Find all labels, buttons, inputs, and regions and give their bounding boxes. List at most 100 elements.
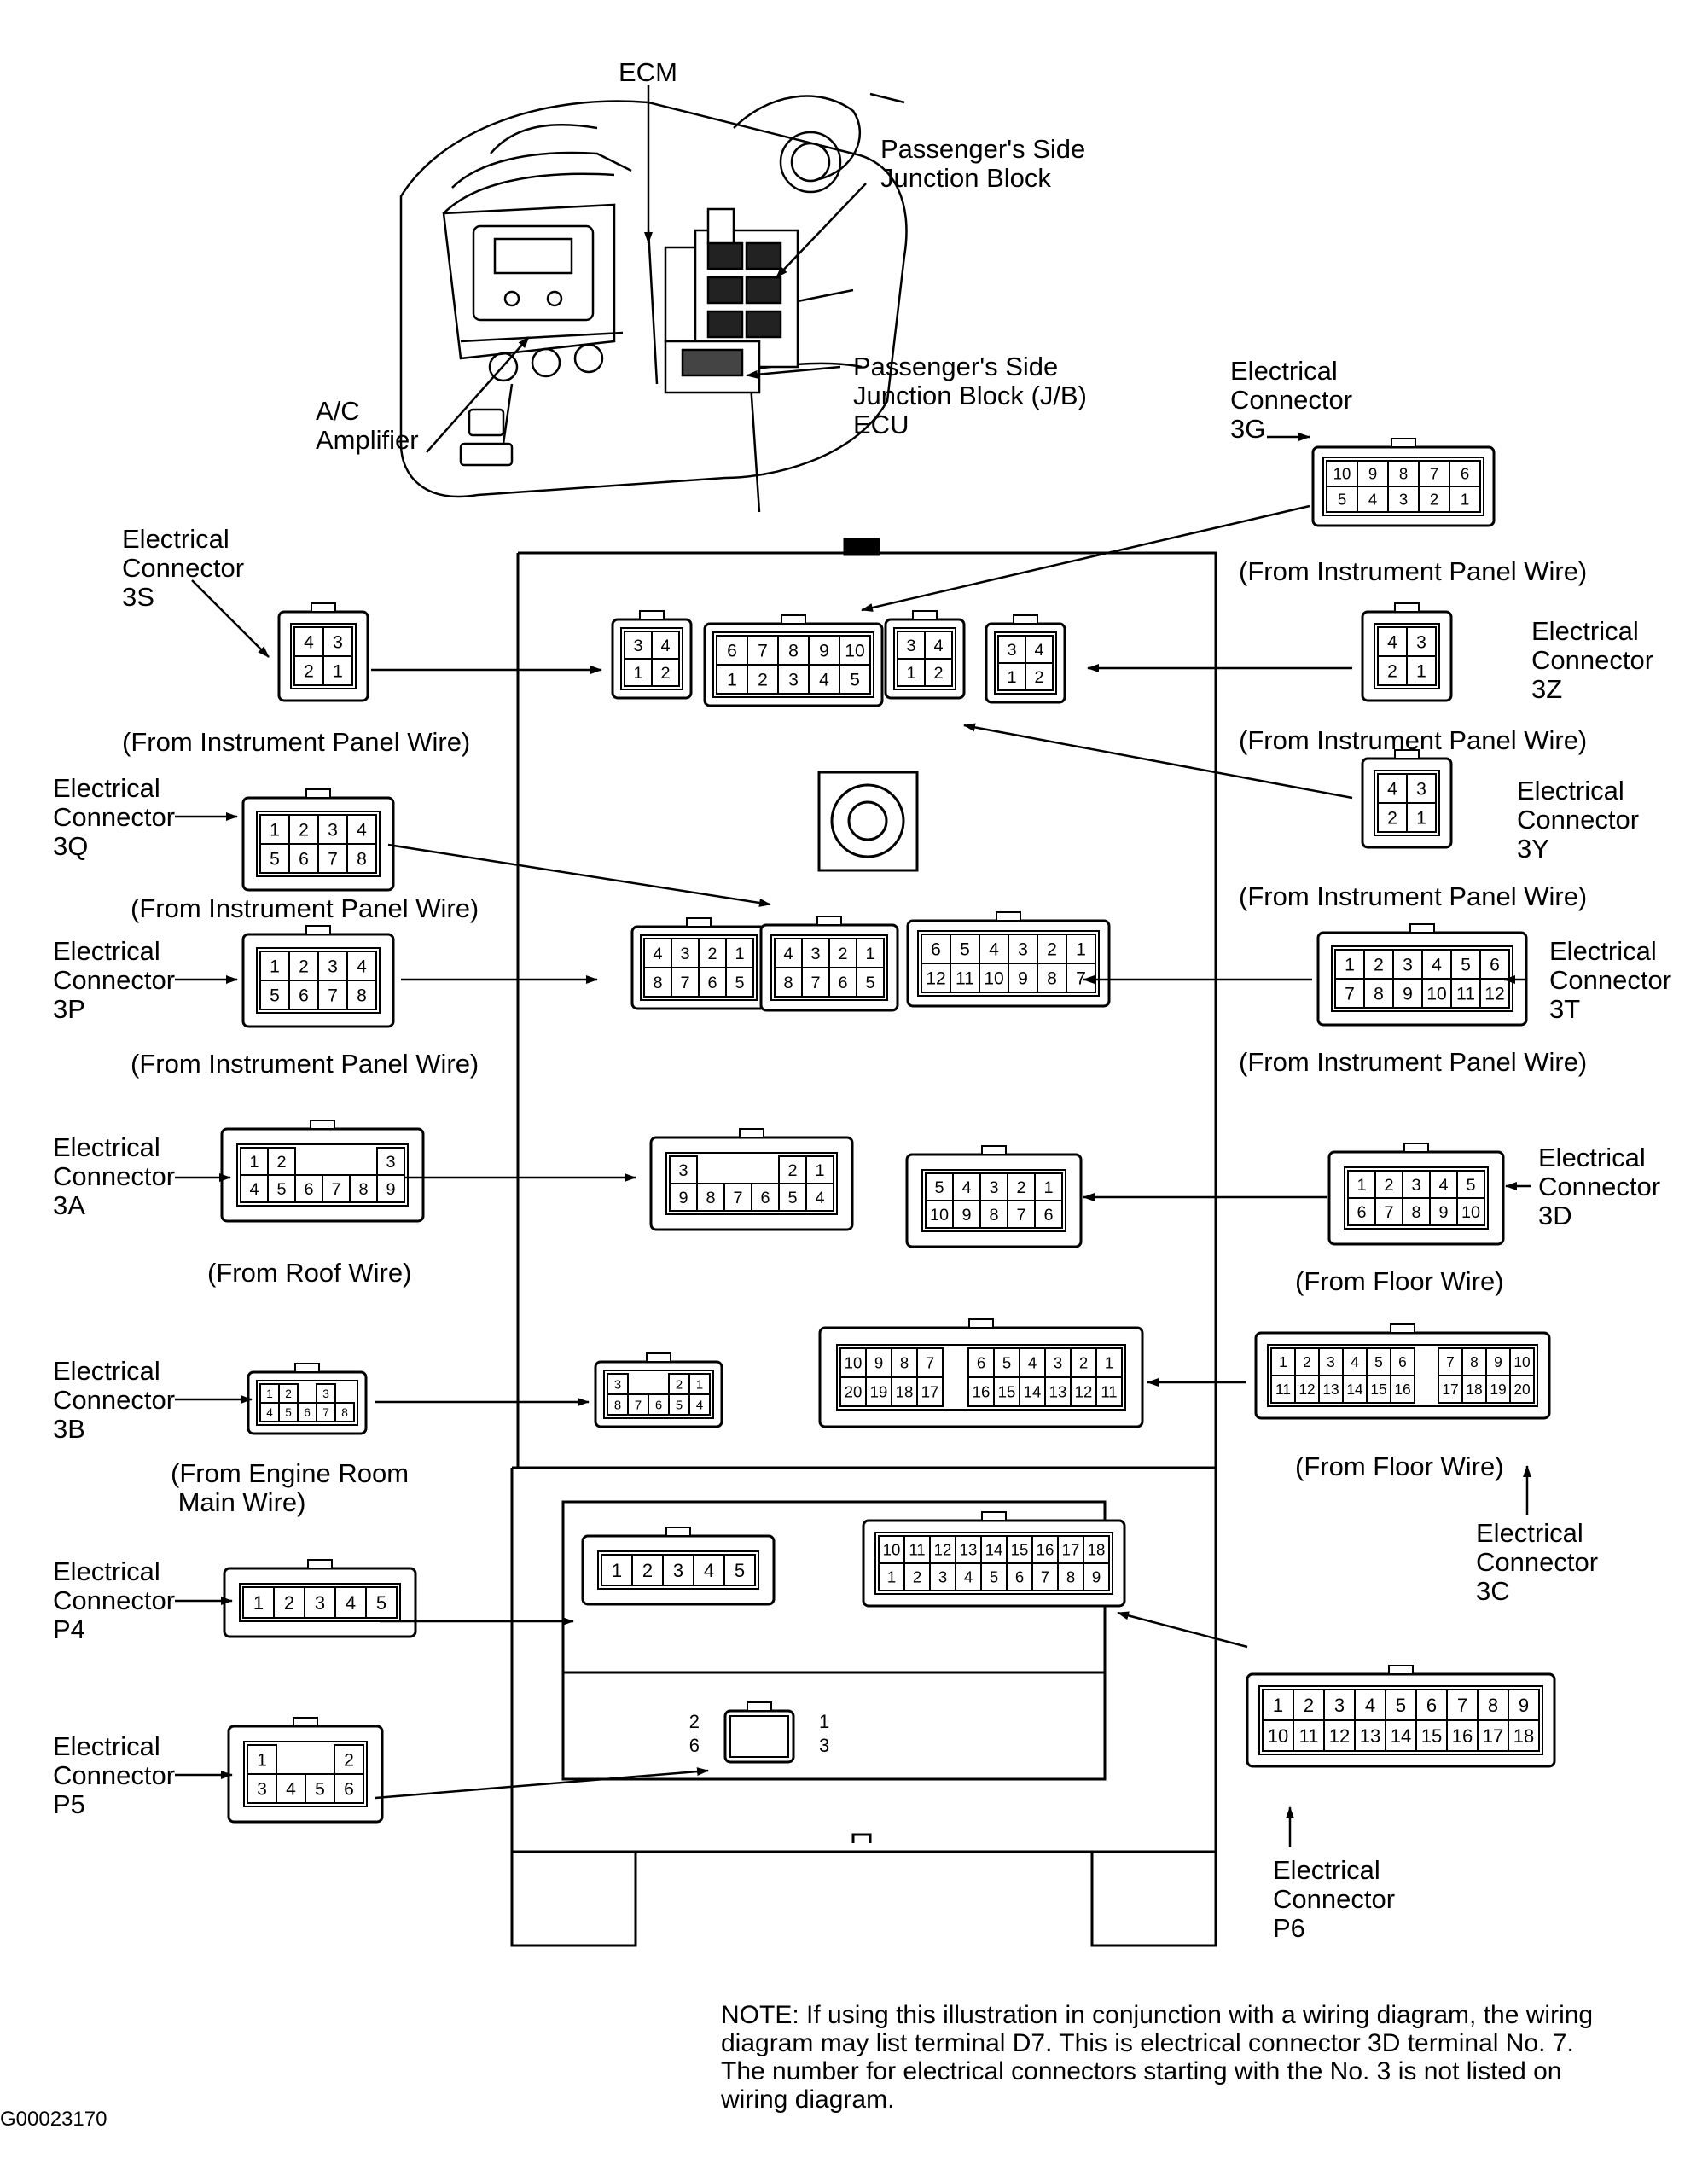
connector-housing bbox=[729, 1715, 789, 1758]
pin-number: 4 bbox=[304, 632, 314, 652]
pin-number: 9 bbox=[1438, 1203, 1448, 1222]
pin-cell bbox=[1385, 1719, 1417, 1752]
pin-cell bbox=[631, 1554, 664, 1586]
pin-number: 3 bbox=[938, 1568, 947, 1586]
pin-cell bbox=[267, 1174, 296, 1203]
pin-cell bbox=[1406, 802, 1437, 833]
pin-number: 3 bbox=[633, 637, 642, 655]
pin-number: 8 bbox=[1488, 1695, 1498, 1716]
pin-number: 12 bbox=[926, 968, 945, 988]
pin-cell bbox=[1363, 978, 1394, 1009]
pin-number: 11 bbox=[956, 968, 974, 988]
pin-cell bbox=[1456, 1197, 1485, 1226]
connector-latch bbox=[665, 1527, 691, 1537]
pin-cell bbox=[1415, 1719, 1448, 1752]
pin-cell bbox=[805, 1183, 834, 1212]
pin-number: 7 bbox=[733, 1189, 742, 1207]
pin-number: 4 bbox=[696, 1399, 703, 1412]
pin-cell bbox=[1066, 934, 1096, 964]
pin-number: 7 bbox=[635, 1399, 642, 1412]
pin-number: 6 bbox=[1490, 955, 1500, 974]
pin-cell bbox=[651, 658, 680, 687]
connector-3s-label: Electrical Connector 3S bbox=[122, 524, 245, 612]
pin-cell bbox=[1347, 1170, 1376, 1199]
pin-number: 1 bbox=[253, 1592, 264, 1614]
pin-number: 1 bbox=[887, 1568, 896, 1586]
pin-number: 2 bbox=[344, 1750, 354, 1770]
connector-latch bbox=[1388, 1665, 1414, 1675]
pin-number: 8 bbox=[653, 974, 662, 992]
pin-number: 4 bbox=[653, 945, 662, 963]
pin-number: 2 bbox=[933, 664, 943, 683]
pin-cell bbox=[1418, 486, 1450, 513]
pin-cell bbox=[601, 1554, 633, 1586]
pin-number: 2 bbox=[642, 1560, 653, 1581]
pin-cell bbox=[916, 1347, 944, 1378]
pin-number: 1 bbox=[865, 945, 874, 963]
pin-number: 6 bbox=[1015, 1568, 1024, 1586]
pin-number: 3 bbox=[678, 1161, 688, 1180]
pin-number: 5 bbox=[934, 1178, 944, 1197]
pin-number: 2 bbox=[913, 1568, 921, 1586]
pin-number: 1 bbox=[257, 1750, 267, 1770]
pin-number: 16 bbox=[1037, 1541, 1054, 1559]
pin-number: 18 bbox=[1466, 1381, 1482, 1398]
pin-number: 6 bbox=[977, 1354, 985, 1372]
pin-number: 19 bbox=[870, 1383, 888, 1401]
pin-number: 7 bbox=[1430, 465, 1438, 483]
pin-cell bbox=[725, 938, 754, 968]
pin-cell bbox=[1508, 1719, 1540, 1752]
connector-housing bbox=[290, 623, 357, 689]
connector-3p-source: (From Instrument Panel Wire) bbox=[131, 1049, 479, 1079]
connector-latch bbox=[781, 614, 806, 625]
pin-cell bbox=[979, 1200, 1008, 1229]
pin-number: 10 bbox=[1268, 1725, 1288, 1747]
connector-latch bbox=[816, 916, 842, 926]
pin-cell bbox=[322, 655, 353, 686]
pin-cell bbox=[723, 1183, 752, 1212]
pin-cell bbox=[1509, 1375, 1535, 1404]
pin-number: 3 bbox=[1399, 491, 1408, 509]
pin-number: 7 bbox=[1457, 1695, 1467, 1716]
pin-number: 3 bbox=[1334, 1695, 1345, 1716]
pin-cell bbox=[1354, 1719, 1386, 1752]
center-mount bbox=[817, 771, 919, 872]
connector-3c-source: (From Floor Wire) bbox=[1295, 1451, 1504, 1481]
pin-number: 4 bbox=[989, 939, 999, 959]
pin-cell bbox=[1374, 1197, 1403, 1226]
pin-cell bbox=[967, 1376, 995, 1407]
pin-number: 8 bbox=[357, 849, 367, 869]
pin-cell bbox=[1095, 1376, 1123, 1407]
pin-cell bbox=[1366, 1375, 1391, 1404]
pin-number: 2 bbox=[1079, 1354, 1088, 1372]
pin-number: 14 bbox=[1346, 1381, 1363, 1398]
pin-number: 3 bbox=[810, 945, 820, 963]
pin-number: 2 bbox=[284, 1592, 294, 1614]
pin-number: 8 bbox=[1047, 968, 1057, 988]
pin-number: 2 bbox=[299, 957, 309, 976]
pin-number: 3 bbox=[1411, 1176, 1420, 1195]
pin-cell bbox=[997, 635, 1026, 664]
pin-number: 14 bbox=[1024, 1383, 1042, 1401]
pin-number: 1 bbox=[1416, 661, 1426, 681]
pin-number: 6 bbox=[838, 974, 847, 992]
pin-number: 2 bbox=[838, 945, 847, 963]
pin-cell bbox=[1334, 978, 1365, 1009]
pin-cell bbox=[643, 938, 672, 968]
pin-cell bbox=[607, 1373, 629, 1395]
connector-3c-label: Electrical Connector 3C bbox=[1476, 1518, 1599, 1606]
pin-cell bbox=[903, 1535, 931, 1564]
pin-cell bbox=[698, 967, 727, 998]
pin-cell bbox=[1363, 949, 1394, 980]
pin-cell bbox=[651, 631, 680, 660]
pin-number: 3 bbox=[1018, 939, 1028, 959]
pin-number: 10 bbox=[1513, 1353, 1530, 1370]
